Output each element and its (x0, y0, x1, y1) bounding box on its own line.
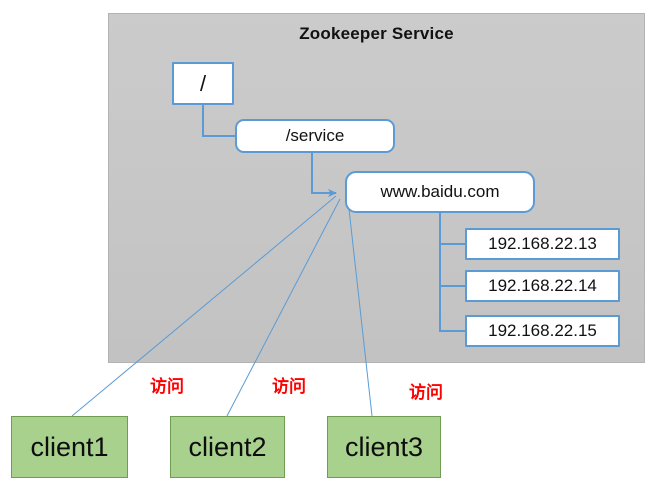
znode-ip-3-label: 192.168.22.15 (488, 321, 597, 340)
znode-root-label: / (199, 70, 207, 96)
connector-client1-to-domain (71, 195, 337, 417)
znode-domain-label: www.baidu.com (380, 182, 500, 201)
connector-service-to-domain (311, 153, 337, 197)
znode-ip-1-label: 192.168.22.13 (488, 234, 597, 253)
connector-domain-to-ip-3 (439, 286, 465, 332)
znode-root[interactable]: / (172, 62, 234, 105)
panel-title: Zookeeper Service (299, 24, 454, 43)
client-box-2-label: client2 (188, 431, 267, 462)
connector-domain-to-ip-1 (439, 213, 465, 245)
connector-client2-to-domain (226, 198, 341, 417)
znode-service-label: /service (285, 126, 345, 145)
client-box-1-label: client1 (30, 431, 109, 462)
znode-ip-2[interactable]: 192.168.22.14 (465, 270, 620, 302)
znode-ip-1[interactable]: 192.168.22.13 (465, 228, 620, 260)
znode-ip-2-label: 192.168.22.14 (488, 276, 597, 295)
connector-client3-to-domain (347, 199, 373, 417)
client-box-3[interactable]: client3 (327, 416, 441, 478)
znode-ip-3[interactable]: 192.168.22.15 (465, 315, 620, 347)
access-label-3: 访问 (409, 383, 443, 402)
connector-root-to-service (202, 105, 235, 137)
client-box-1[interactable]: client1 (11, 416, 128, 478)
access-label-1: 访问 (150, 377, 184, 396)
client-box-2[interactable]: client2 (170, 416, 285, 478)
connector-domain-to-ip-2 (439, 244, 465, 287)
client-box-3-label: client3 (344, 431, 424, 462)
znode-domain[interactable]: www.baidu.com (345, 171, 535, 213)
znode-service[interactable]: /service (235, 119, 395, 153)
access-label-2: 访问 (272, 377, 306, 396)
